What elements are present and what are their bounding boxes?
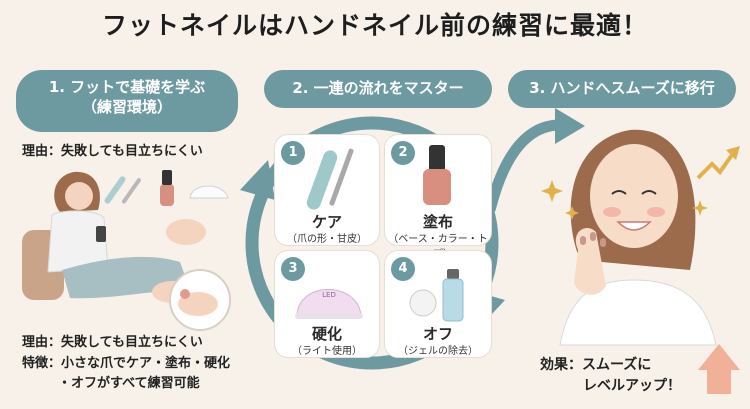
step3-heading: 3. ハンドへスムーズに移行 — [508, 70, 736, 108]
sparkle-icon — [565, 206, 579, 220]
step-number: 3 — [281, 257, 305, 281]
level-up-arrow-icon — [698, 344, 740, 394]
cycle-arrow-left-icon — [240, 160, 275, 200]
cycle-ring — [245, 116, 499, 370]
step-sub: （ライト使用） — [292, 346, 362, 357]
hand-result-illustration — [541, 129, 740, 394]
nail-file-icon — [306, 148, 354, 210]
step-label: 硬化 — [311, 325, 342, 343]
step-card-cure: 3 LED 硬化 （ライト使用） — [274, 250, 380, 358]
step1-reason-top: 理由：失敗しても目立ちにくい — [22, 144, 203, 159]
step3-effect-line1: 効果：スムーズに — [540, 357, 652, 373]
step-sub: （ジェルの除去） — [398, 346, 478, 357]
step3-effect-line2: レベルアップ！ — [583, 378, 681, 394]
step-label: オフ — [422, 325, 453, 343]
remover-bottle-icon — [409, 269, 464, 322]
step-number: 4 — [391, 257, 415, 281]
lamp-led-text: LED — [322, 291, 336, 299]
nail-polish-icon — [423, 145, 451, 205]
step-label: 塗布 — [422, 213, 453, 231]
step-label: ケア — [311, 213, 342, 231]
sparkle-icon — [541, 180, 563, 202]
step-card-apply: 2 塗布 （ベース・カラー・トップ） — [384, 134, 492, 260]
foot-practice-illustration — [22, 170, 231, 331]
step-number: 2 — [391, 141, 415, 165]
step1-heading-line2: （練習環境） — [81, 97, 172, 116]
step-number: 1 — [281, 141, 305, 165]
step1-reason-bottom: 理由：失敗しても目立ちにくい — [22, 335, 203, 350]
step-card-removal: 4 オフ （ジェルの除去） — [384, 250, 492, 358]
step1-heading-line1: 1. フットで基礎を学ぶ — [48, 78, 206, 96]
step-card-care: 1 ケア （爪の形・甘皮） — [274, 134, 380, 246]
trending-up-head-icon — [726, 146, 740, 160]
step1-heading: 1. フットで基礎を学ぶ （練習環境） — [16, 70, 238, 132]
page-title: フットネイルはハンドネイル前の練習に最適！ — [101, 11, 648, 40]
transition-arrow-icon — [484, 119, 561, 212]
step1-feature-line1: 特徴：小さな爪でケア・塗布・硬化 — [22, 356, 231, 371]
uv-lamp-icon: LED — [295, 289, 363, 319]
step1-feature-line2: ・オフがすべて練習可能 — [58, 376, 200, 391]
step-sub: （爪の形・甘皮） — [287, 234, 367, 245]
step2-heading: 2. 一連の流れをマスター — [264, 70, 492, 108]
transition-arrow-head-icon — [555, 108, 585, 144]
trending-up-icon — [696, 150, 736, 180]
sparkle-icon — [692, 200, 708, 216]
